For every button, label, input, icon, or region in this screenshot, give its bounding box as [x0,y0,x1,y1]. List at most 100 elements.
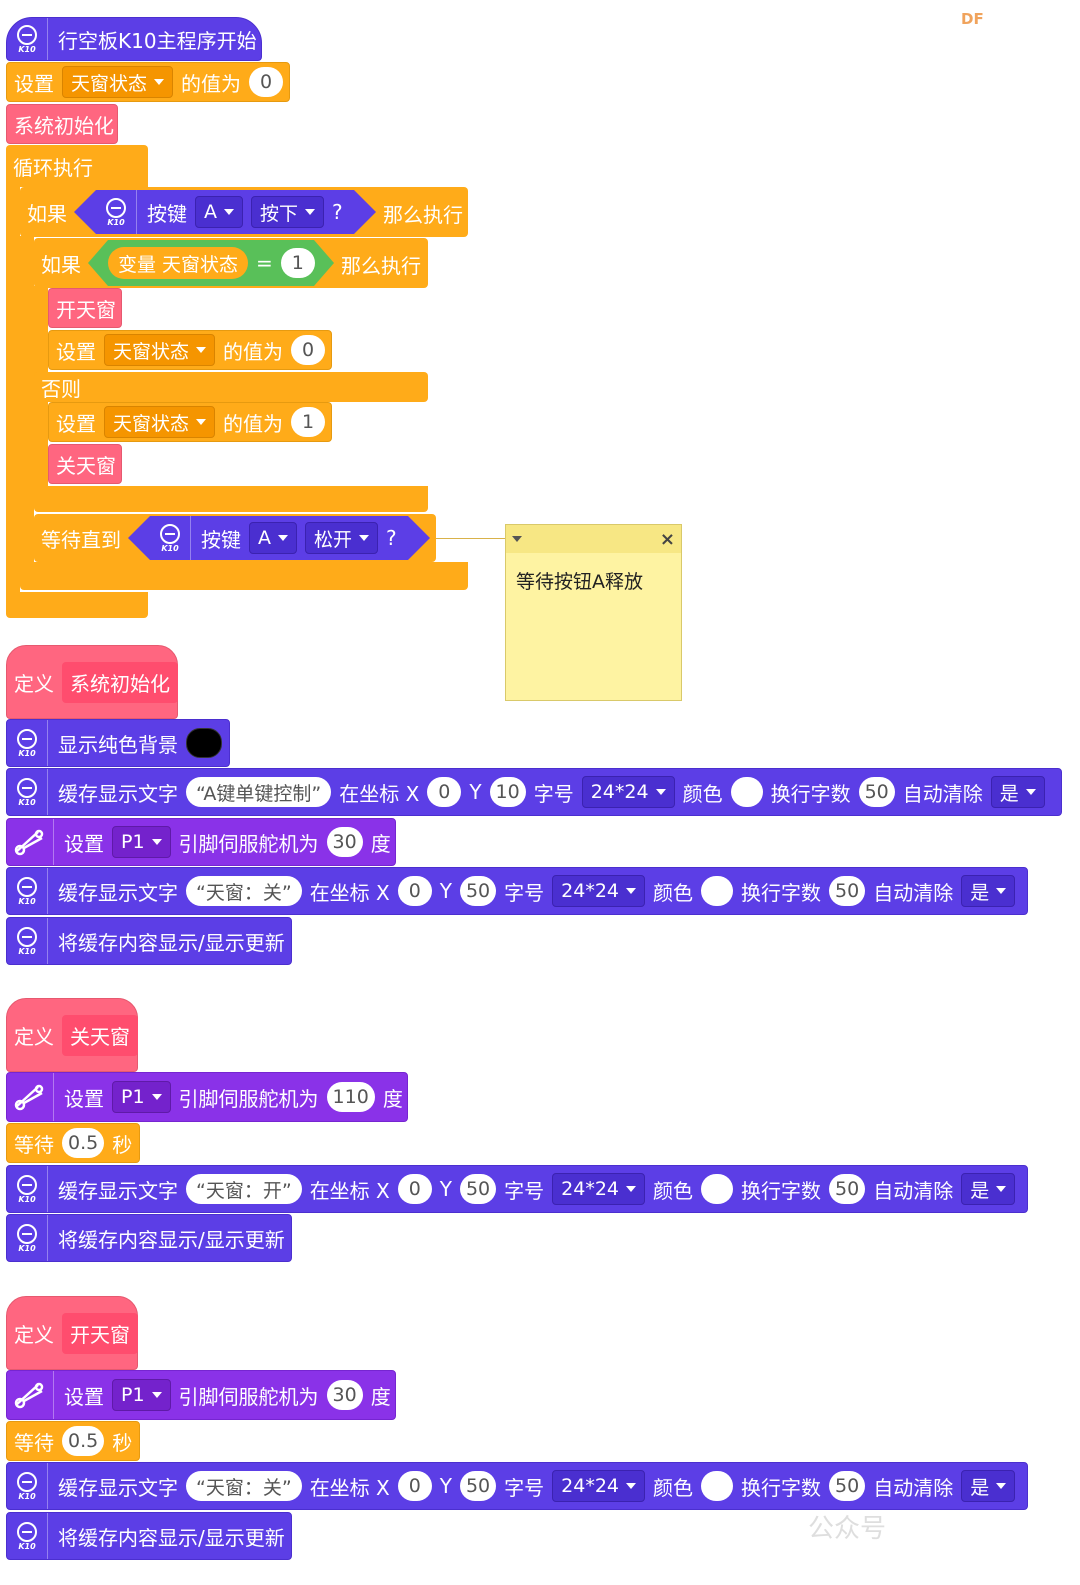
text-input[interactable]: “天窗：关” [186,876,302,906]
at-x-label: 在坐标 X [309,1475,390,1500]
cache-text-block[interactable]: K10 缓存显示文字 “A键单键控制” 在坐标 X 0 Y 10 字号 24*2… [6,768,1062,816]
refresh-display-block[interactable]: K10 将缓存内容显示/显示更新 [6,1512,292,1560]
block-label: 将缓存内容显示/显示更新 [58,1227,285,1252]
wrap-input[interactable]: 50 [829,1174,866,1204]
clear-dropdown[interactable]: 是 [961,1470,1016,1502]
wrap-input[interactable]: 50 [858,777,895,807]
seconds-input[interactable]: 0.5 [62,1128,105,1158]
x-input[interactable]: 0 [397,876,432,906]
solid-background-block[interactable]: K10 显示纯色背景 [6,719,230,767]
font-dropdown[interactable]: 24*24 [552,1470,646,1502]
servo-block[interactable]: 设置 P1 引脚伺服舵机为 110 度 [6,1072,408,1122]
key-released-condition[interactable]: K10 按键 A 松开 ? [128,516,430,560]
pin-dropdown[interactable]: P1 [112,826,171,858]
y-input[interactable]: 50 [459,1471,497,1501]
refresh-display-block[interactable]: K10 将缓存内容显示/显示更新 [6,1214,292,1262]
call-close-block[interactable]: 关天窗 [48,444,122,484]
angle-input[interactable]: 110 [326,1082,375,1112]
variable-dropdown[interactable]: 天窗状态 [62,66,174,98]
servo-block[interactable]: 设置 P1 引脚伺服舵机为 30 度 [6,1370,396,1420]
cache-text-block[interactable]: K10 缓存显示文字 “天窗：开” 在坐标 X 0 Y 50 字号 24*24 … [6,1165,1028,1213]
define-close-hat[interactable]: 定义 关天窗 [6,998,138,1072]
wait-block[interactable]: 等待 0.5 秒 [6,1123,140,1163]
note-text[interactable]: 等待按钮A释放 [516,571,643,593]
call-open-block[interactable]: 开天窗 [48,288,122,328]
servo-block[interactable]: 设置 P1 引脚伺服舵机为 30 度 [6,818,396,866]
cache-text-block[interactable]: K10 缓存显示文字 “天窗：关” 在坐标 X 0 Y 50 字号 24*24 … [6,1462,1028,1510]
variable-dropdown[interactable]: 天窗状态 [104,406,216,438]
x-input[interactable]: 0 [397,1471,432,1501]
compare-value[interactable]: 1 [281,248,315,278]
cache-text-block[interactable]: K10 缓存显示文字 “天窗：关” 在坐标 X 0 Y 50 字号 24*24 … [6,867,1028,915]
text-input[interactable]: “天窗：关” [186,1471,302,1501]
call-label: 关天窗 [56,453,116,478]
triangle-down-icon[interactable] [512,536,522,542]
font-dropdown[interactable]: 24*24 [581,776,675,808]
text-input[interactable]: “A键单键控制” [186,777,332,807]
y-input[interactable]: 10 [489,777,526,807]
state-dropdown[interactable]: 按下 [251,196,324,228]
pin-dropdown[interactable]: P1 [112,1379,171,1411]
define-label: 定义 [14,1024,54,1049]
x-input[interactable]: 0 [427,777,462,807]
variable-reporter[interactable]: 变量 天窗状态 [108,247,248,279]
loop-block[interactable]: 循环执行 [6,145,148,187]
color-picker[interactable] [730,777,763,807]
angle-input[interactable]: 30 [326,827,363,857]
value-of-label: 的值为 [223,411,284,436]
key-dropdown[interactable]: A [249,522,297,554]
color-picker[interactable] [186,728,222,758]
seconds-input[interactable]: 0.5 [62,1426,105,1456]
servo-label: 引脚伺服舵机为 [178,1086,319,1111]
chevron-down-icon [626,888,637,894]
font-dropdown[interactable]: 24*24 [552,875,646,907]
color-label: 颜色 [682,781,723,806]
block-label: 缓存显示文字 [58,1178,178,1203]
pin-dropdown[interactable]: P1 [112,1081,171,1113]
value-of-label: 的值为 [181,71,242,96]
clear-dropdown[interactable]: 是 [961,875,1016,907]
clear-dropdown[interactable]: 是 [990,776,1045,808]
value-input[interactable]: 0 [291,335,326,365]
comment-note[interactable]: × 等待按钮A释放 [505,524,682,701]
color-picker[interactable] [701,876,734,906]
wrap-label: 换行字数 [770,781,851,806]
equals-condition[interactable]: 变量 天窗状态 = 1 [88,240,334,286]
wrap-input[interactable]: 50 [829,1471,866,1501]
key-pressed-condition[interactable]: K10 按键 A 按下 ? [74,190,376,234]
clear-label: 自动清除 [902,781,983,806]
function-name: 系统初始化 [62,661,178,703]
state-dropdown[interactable]: 松开 [305,522,378,554]
define-init-hat[interactable]: 定义 系统初始化 [6,645,178,719]
if-label: 如果 [27,201,67,226]
main-program-hat-block[interactable]: K10 行空板K10主程序开始 [6,17,262,61]
servo-icon [7,1371,54,1419]
value-input[interactable]: 1 [291,407,326,437]
call-init-block[interactable]: 系统初始化 [6,104,118,144]
note-titlebar[interactable]: × [506,525,681,553]
value-input[interactable]: 0 [249,67,284,97]
font-dropdown[interactable]: 24*24 [552,1173,646,1205]
wrap-input[interactable]: 50 [829,876,866,906]
angle-input[interactable]: 30 [326,1380,363,1410]
color-picker[interactable] [701,1174,734,1204]
refresh-display-block[interactable]: K10 将缓存内容显示/显示更新 [6,917,292,965]
font-label: 字号 [504,1178,545,1203]
color-label: 颜色 [653,1178,694,1203]
if-arm [20,236,34,566]
wait-block[interactable]: 等待 0.5 秒 [6,1421,140,1461]
set-variable-block[interactable]: 设置 天窗状态 的值为 0 [48,330,332,370]
clear-dropdown[interactable]: 是 [961,1173,1016,1205]
y-input[interactable]: 50 [459,876,497,906]
set-variable-block[interactable]: 设置 天窗状态 的值为 0 [6,62,290,102]
set-variable-block[interactable]: 设置 天窗状态 的值为 1 [48,402,332,442]
unit-label: 秒 [112,1132,133,1157]
x-input[interactable]: 0 [397,1174,432,1204]
text-input[interactable]: “天窗：开” [186,1174,302,1204]
color-picker[interactable] [701,1471,734,1501]
y-input[interactable]: 50 [459,1174,497,1204]
define-open-hat[interactable]: 定义 开天窗 [6,1296,138,1370]
close-icon[interactable]: × [659,528,675,550]
key-dropdown[interactable]: A [195,196,243,228]
variable-dropdown[interactable]: 天窗状态 [104,334,216,366]
